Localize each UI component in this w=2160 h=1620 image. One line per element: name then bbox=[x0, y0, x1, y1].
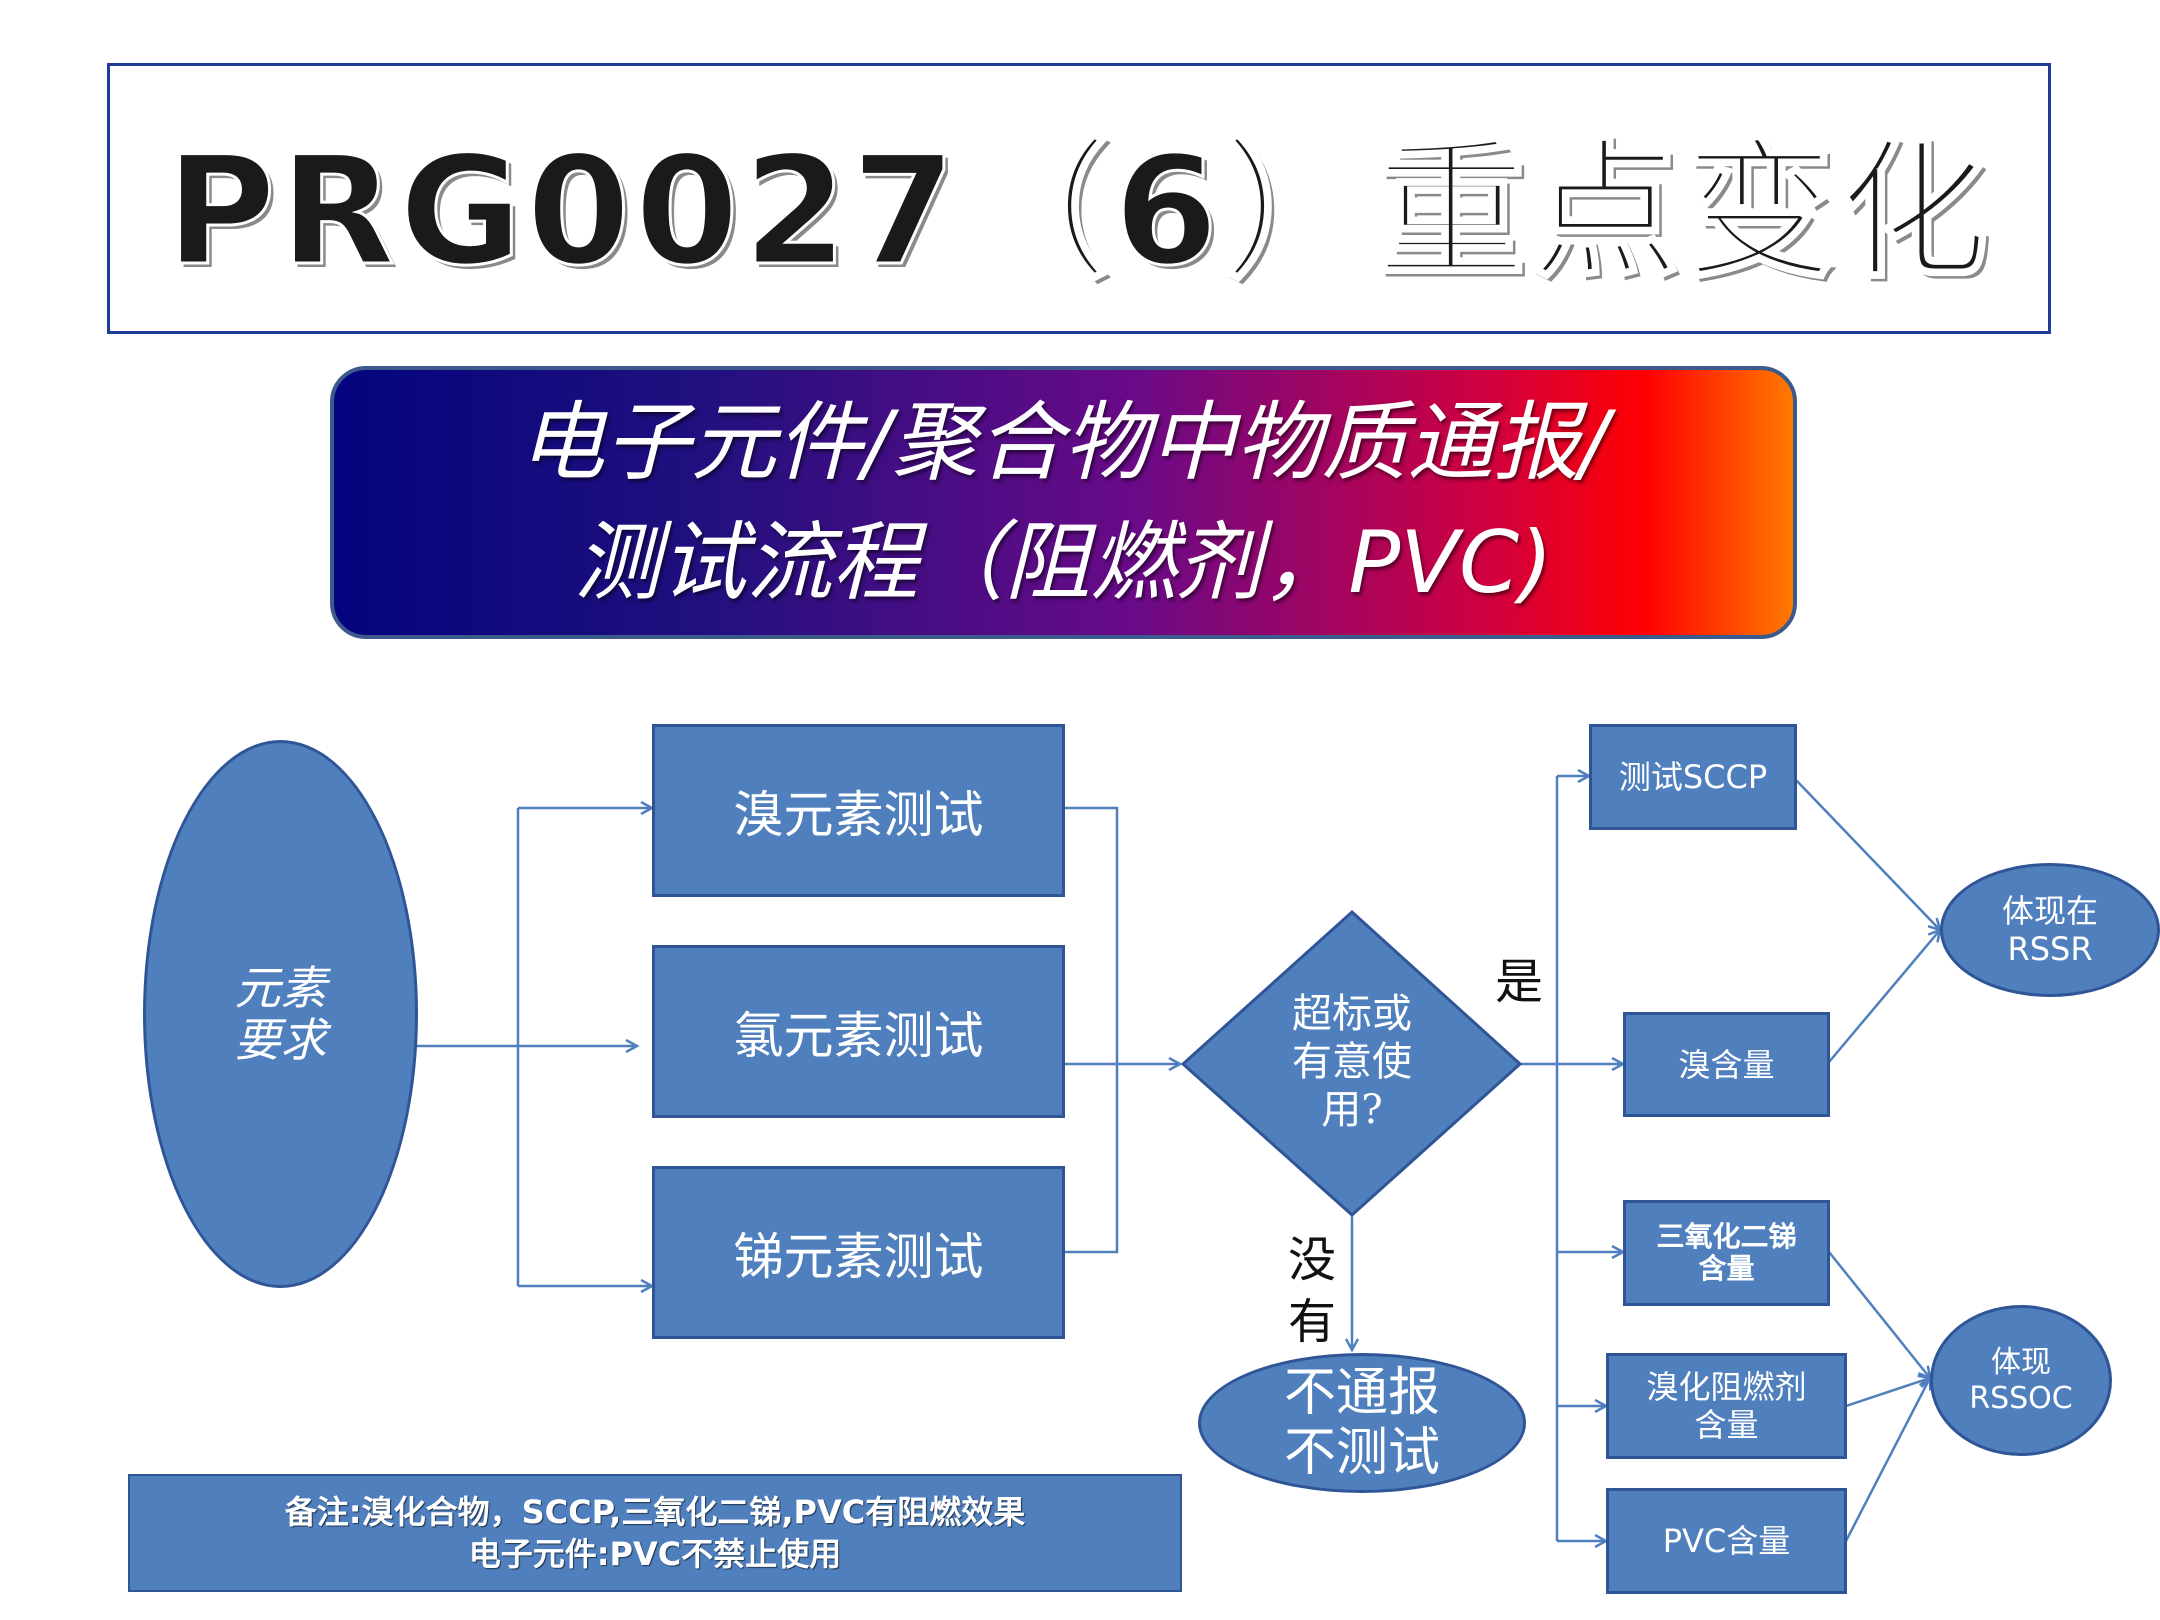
antimony-trioxide-line-1: 三氧化二锑 bbox=[1656, 1220, 1797, 1253]
remarks-box: 备注:溴化合物，SCCP,三氧化二锑,PVC有阻燃效果 电子元件:PVC不禁止使… bbox=[128, 1474, 1182, 1592]
decision-diamond bbox=[1180, 909, 1523, 1218]
element-requirement-node: 元素 要求 bbox=[143, 740, 418, 1288]
no-label-2: 有 bbox=[1288, 1294, 1337, 1350]
bromine-content-label: 溴含量 bbox=[1678, 1045, 1775, 1084]
subtitle-banner: 电子元件/聚合物中物质通报/ 测试流程（阻燃剂，PVC) bbox=[330, 366, 1797, 639]
antimony-test-label: 锑元素测试 bbox=[733, 1227, 984, 1286]
sccp-test-label: 测试SCCP bbox=[1618, 758, 1768, 796]
bromine-content-box: 溴含量 bbox=[1623, 1012, 1830, 1117]
rssr-line-2: RSSR bbox=[2007, 930, 2093, 968]
bromine-test-label: 溴元素测试 bbox=[733, 785, 984, 844]
no-result-line-2: 不测试 bbox=[1283, 1423, 1440, 1483]
brominated-fr-line-1: 溴化阻燃剂 bbox=[1646, 1368, 1807, 1406]
remarks-line-1: 备注:溴化合物，SCCP,三氧化二锑,PVC有阻燃效果 bbox=[284, 1493, 1026, 1531]
no-report-node: 不通报 不测试 bbox=[1198, 1353, 1526, 1493]
page-title: PRG0027（6）重点变化 bbox=[164, 124, 1993, 301]
no-label-1: 没 bbox=[1288, 1232, 1337, 1288]
brominated-fr-box: 溴化阻燃剂 含量 bbox=[1606, 1353, 1847, 1459]
title-frame: PRG0027（6）重点变化 bbox=[107, 63, 2051, 334]
decision-line-3: 用? bbox=[1321, 1087, 1383, 1133]
remarks-line-2: 电子元件:PVC不禁止使用 bbox=[468, 1535, 842, 1573]
rssoc-line-1: 体现 bbox=[1991, 1344, 2051, 1380]
yes-label: 是 bbox=[1495, 954, 1544, 1010]
rssr-node: 体现在 RSSR bbox=[1940, 863, 2160, 997]
sccp-test-box: 测试SCCP bbox=[1589, 724, 1797, 830]
bromine-test-box: 溴元素测试 bbox=[652, 724, 1065, 897]
decision-line-2: 有意使 bbox=[1292, 1039, 1412, 1085]
decision-label: 超标或 有意使 用? bbox=[1240, 990, 1464, 1134]
pvc-content-box: PVC含量 bbox=[1606, 1488, 1847, 1594]
rssoc-node: 体现 RSSOC bbox=[1930, 1305, 2112, 1456]
start-line-1: 元素 bbox=[234, 961, 327, 1015]
pvc-content-label: PVC含量 bbox=[1662, 1522, 1791, 1560]
chlorine-test-label: 氯元素测试 bbox=[733, 1006, 984, 1065]
antimony-trioxide-line-2: 含量 bbox=[1698, 1252, 1755, 1285]
banner-line-1: 电子元件/聚合物中物质通报/ bbox=[518, 392, 1609, 493]
rssr-line-1: 体现在 bbox=[2001, 892, 2098, 930]
chlorine-test-box: 氯元素测试 bbox=[652, 945, 1065, 1118]
brominated-fr-line-2: 含量 bbox=[1694, 1406, 1759, 1444]
start-line-2: 要求 bbox=[234, 1013, 327, 1067]
rssoc-line-2: RSSOC bbox=[1969, 1380, 2073, 1416]
no-result-line-1: 不通报 bbox=[1283, 1363, 1440, 1423]
banner-line-2: 测试流程（阻燃剂，PVC) bbox=[574, 512, 1553, 613]
antimony-test-box: 锑元素测试 bbox=[652, 1166, 1065, 1339]
antimony-trioxide-box: 三氧化二锑 含量 bbox=[1623, 1200, 1830, 1306]
decision-line-1: 超标或 bbox=[1292, 991, 1412, 1037]
